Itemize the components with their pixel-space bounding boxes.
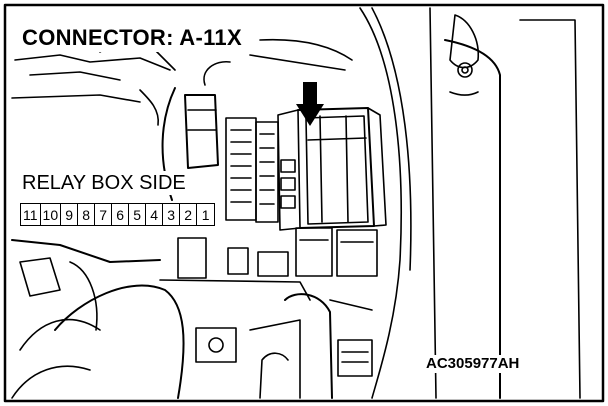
connector-pin: 3 xyxy=(163,204,181,225)
connector-pin: 10 xyxy=(41,204,62,225)
connector-title: CONNECTOR: A-11X xyxy=(18,24,246,52)
connector-pin: 5 xyxy=(129,204,147,225)
relay-box-side-label: RELAY BOX SIDE xyxy=(18,171,190,195)
connector-pointer-arrow xyxy=(296,82,324,126)
connector-pin: 9 xyxy=(61,204,79,225)
figure-border xyxy=(3,3,605,403)
connector-pin: 2 xyxy=(180,204,198,225)
connector-pin: 1 xyxy=(201,206,210,223)
connector-pin: 4 xyxy=(146,204,164,225)
connector-pin: 8 xyxy=(78,204,96,225)
connector-pin: 7 xyxy=(95,204,113,225)
connector-pin-layout: 11 10 9 8 7 6 5 4 3 2 1 xyxy=(20,203,216,226)
connector-pin: 6 xyxy=(112,204,130,225)
figure-id: AC305977AH xyxy=(423,355,523,373)
connector-pin: 11 xyxy=(21,204,41,225)
